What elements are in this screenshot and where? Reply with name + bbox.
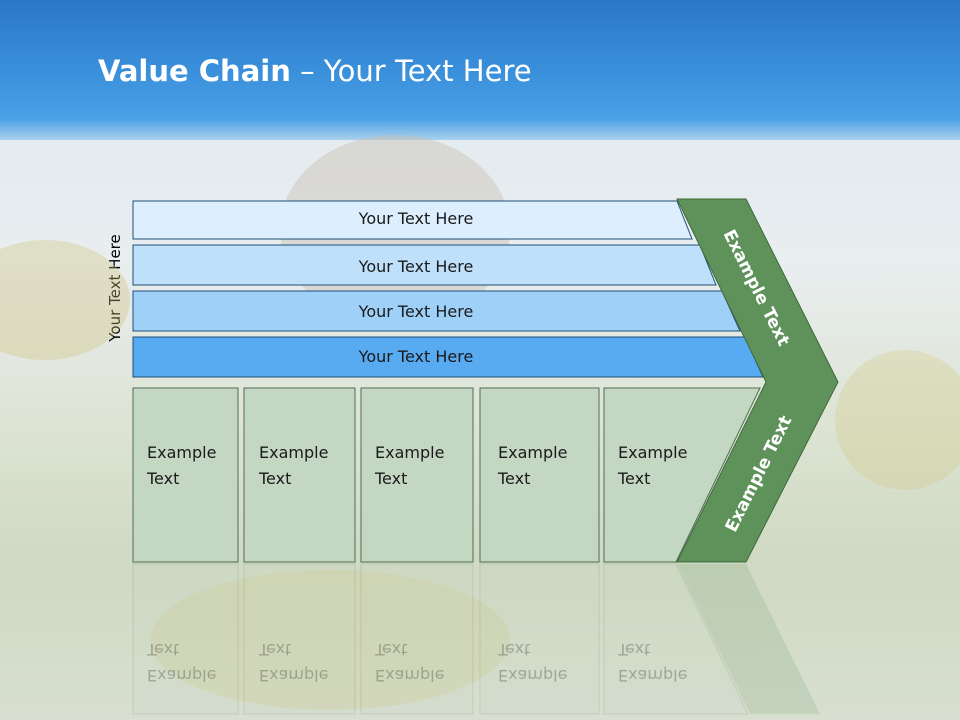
reflection-cell-2-line2: Text <box>258 640 291 659</box>
reflection <box>132 563 820 715</box>
cell-2-line1: Example <box>259 443 328 462</box>
reflection-cell-2 <box>243 563 356 715</box>
cell-5 <box>603 387 761 563</box>
cell-1 <box>132 387 239 563</box>
bar-1-label: Your Text Here <box>358 209 474 228</box>
bar-4-label: Your Text Here <box>358 347 474 366</box>
reflection-cell-1-line1: Example <box>147 666 216 685</box>
reflection-cell-3-line1: Example <box>375 666 444 685</box>
cell-2-line2: Text <box>258 469 291 488</box>
bar-3 <box>132 290 741 332</box>
cell-3-line2: Text <box>374 469 407 488</box>
photo-flower-hint-2 <box>835 350 960 490</box>
cell-4-line2: Text <box>497 469 530 488</box>
cell-2 <box>243 387 356 563</box>
cell-1-line1: Example <box>147 443 216 462</box>
reflection-cell-3 <box>360 563 474 715</box>
reflection-texts: Text Example Text Example Text Example T… <box>146 640 687 685</box>
reflection-cell-4-line2: Text <box>497 640 530 659</box>
title-bold: Value Chain <box>98 54 291 88</box>
reflection-cell-3-line2: Text <box>374 640 407 659</box>
cell-3-line1: Example <box>375 443 444 462</box>
bar-2-label: Your Text Here <box>358 257 474 276</box>
cell-3 <box>360 387 474 563</box>
reflection-cell-1-line2: Text <box>146 640 179 659</box>
bar-2 <box>132 244 717 286</box>
cell-4 <box>479 387 600 563</box>
reflection-cell-1 <box>132 563 239 715</box>
reflection-cell-4 <box>479 563 600 715</box>
photo-flower-hint <box>0 240 130 360</box>
photo-flower-hint-3 <box>150 570 510 710</box>
bar-4 <box>132 336 764 378</box>
reflection-cell-2-line1: Example <box>259 666 328 685</box>
cell-5-line1: Example <box>618 443 687 462</box>
margin-chevron <box>676 198 839 563</box>
cell-4-line1: Example <box>498 443 567 462</box>
reflection-cell-5-line1: Example <box>618 666 687 685</box>
bar-1 <box>132 200 693 240</box>
title-rest: – Your Text Here <box>290 54 532 88</box>
reflection-cell-5-line2: Text <box>617 640 650 659</box>
bar-3-label: Your Text Here <box>358 302 474 321</box>
reflection-cell-5 <box>603 563 749 715</box>
cell-1-line2: Text <box>146 469 179 488</box>
reflection-cell-4-line1: Example <box>498 666 567 685</box>
reflection-chevron <box>677 564 820 714</box>
slide-title: Value Chain – Your Text Here <box>98 54 532 88</box>
header-band <box>0 0 960 140</box>
cell-5-line2: Text <box>617 469 650 488</box>
